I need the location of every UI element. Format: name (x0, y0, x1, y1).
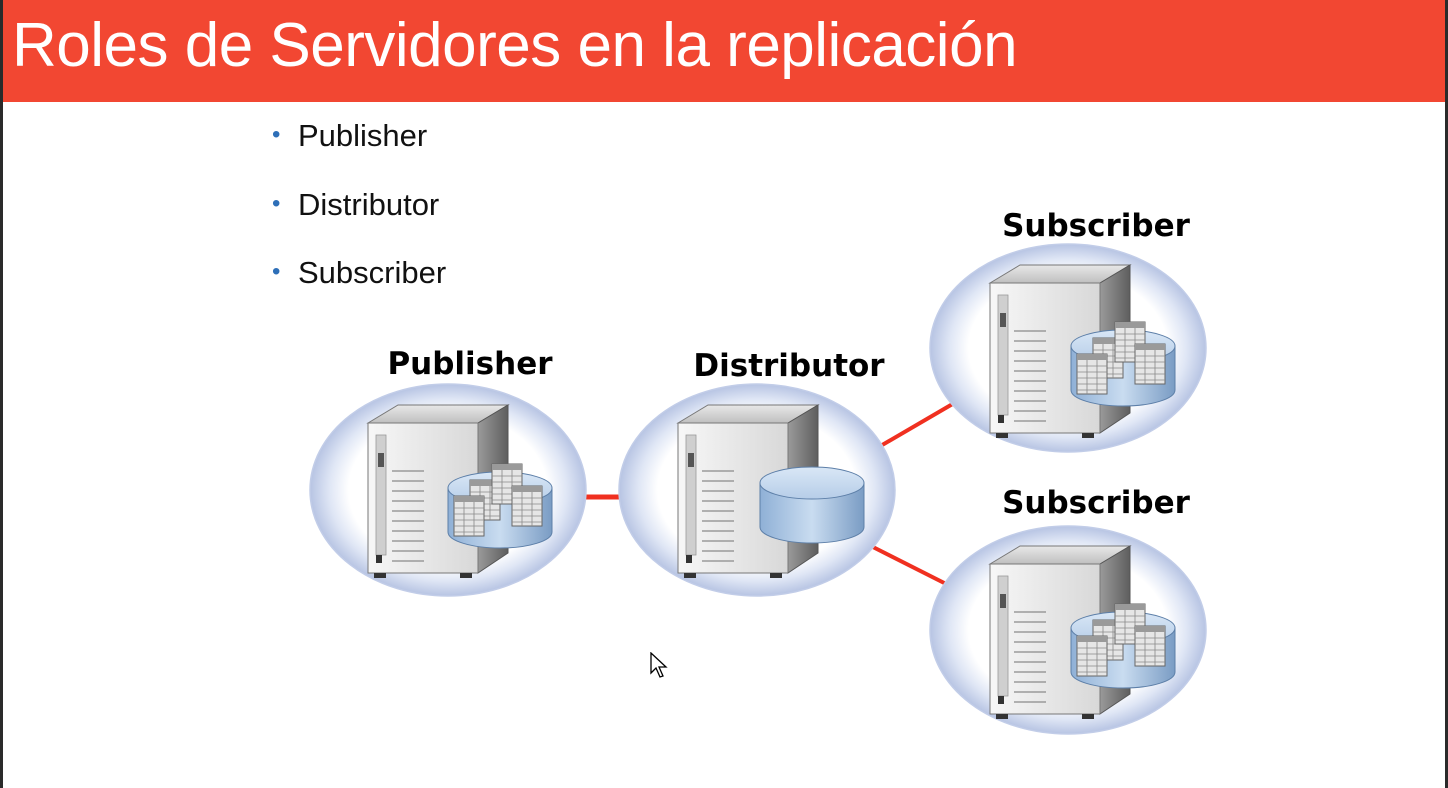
database-tables-icon (1070, 604, 1176, 689)
bullet-item: • Distributor (272, 187, 439, 223)
bullet-dot-icon: • (272, 190, 281, 217)
distributor-node (618, 383, 896, 597)
database-tables-icon (1070, 322, 1176, 407)
bullet-text: Distributor (298, 187, 440, 222)
bullet-text: Publisher (298, 118, 428, 153)
window-frame-left (0, 0, 3, 788)
bullet-dot-icon: • (272, 258, 281, 285)
subscriber-label-top: Subscriber (1002, 208, 1190, 244)
window-frame-right (1445, 0, 1448, 788)
subscriber-node-bottom (929, 525, 1207, 735)
mouse-pointer-icon (650, 652, 668, 678)
bullet-text: Subscriber (298, 255, 447, 290)
database-icon (759, 466, 865, 544)
title-bar: Roles de Servidores en la replicación (3, 0, 1445, 102)
slide-title: Roles de Servidores en la replicación (12, 11, 1018, 80)
bullet-item: • Publisher (272, 118, 427, 154)
bullet-item: • Subscriber (272, 255, 446, 291)
subscriber-label-bottom: Subscriber (1002, 485, 1190, 521)
publisher-node (309, 383, 587, 597)
publisher-label: Publisher (387, 346, 553, 382)
distributor-label: Distributor (693, 348, 885, 384)
database-tables-icon (447, 464, 553, 549)
bullet-dot-icon: • (272, 121, 281, 148)
subscriber-node-top (929, 243, 1207, 453)
